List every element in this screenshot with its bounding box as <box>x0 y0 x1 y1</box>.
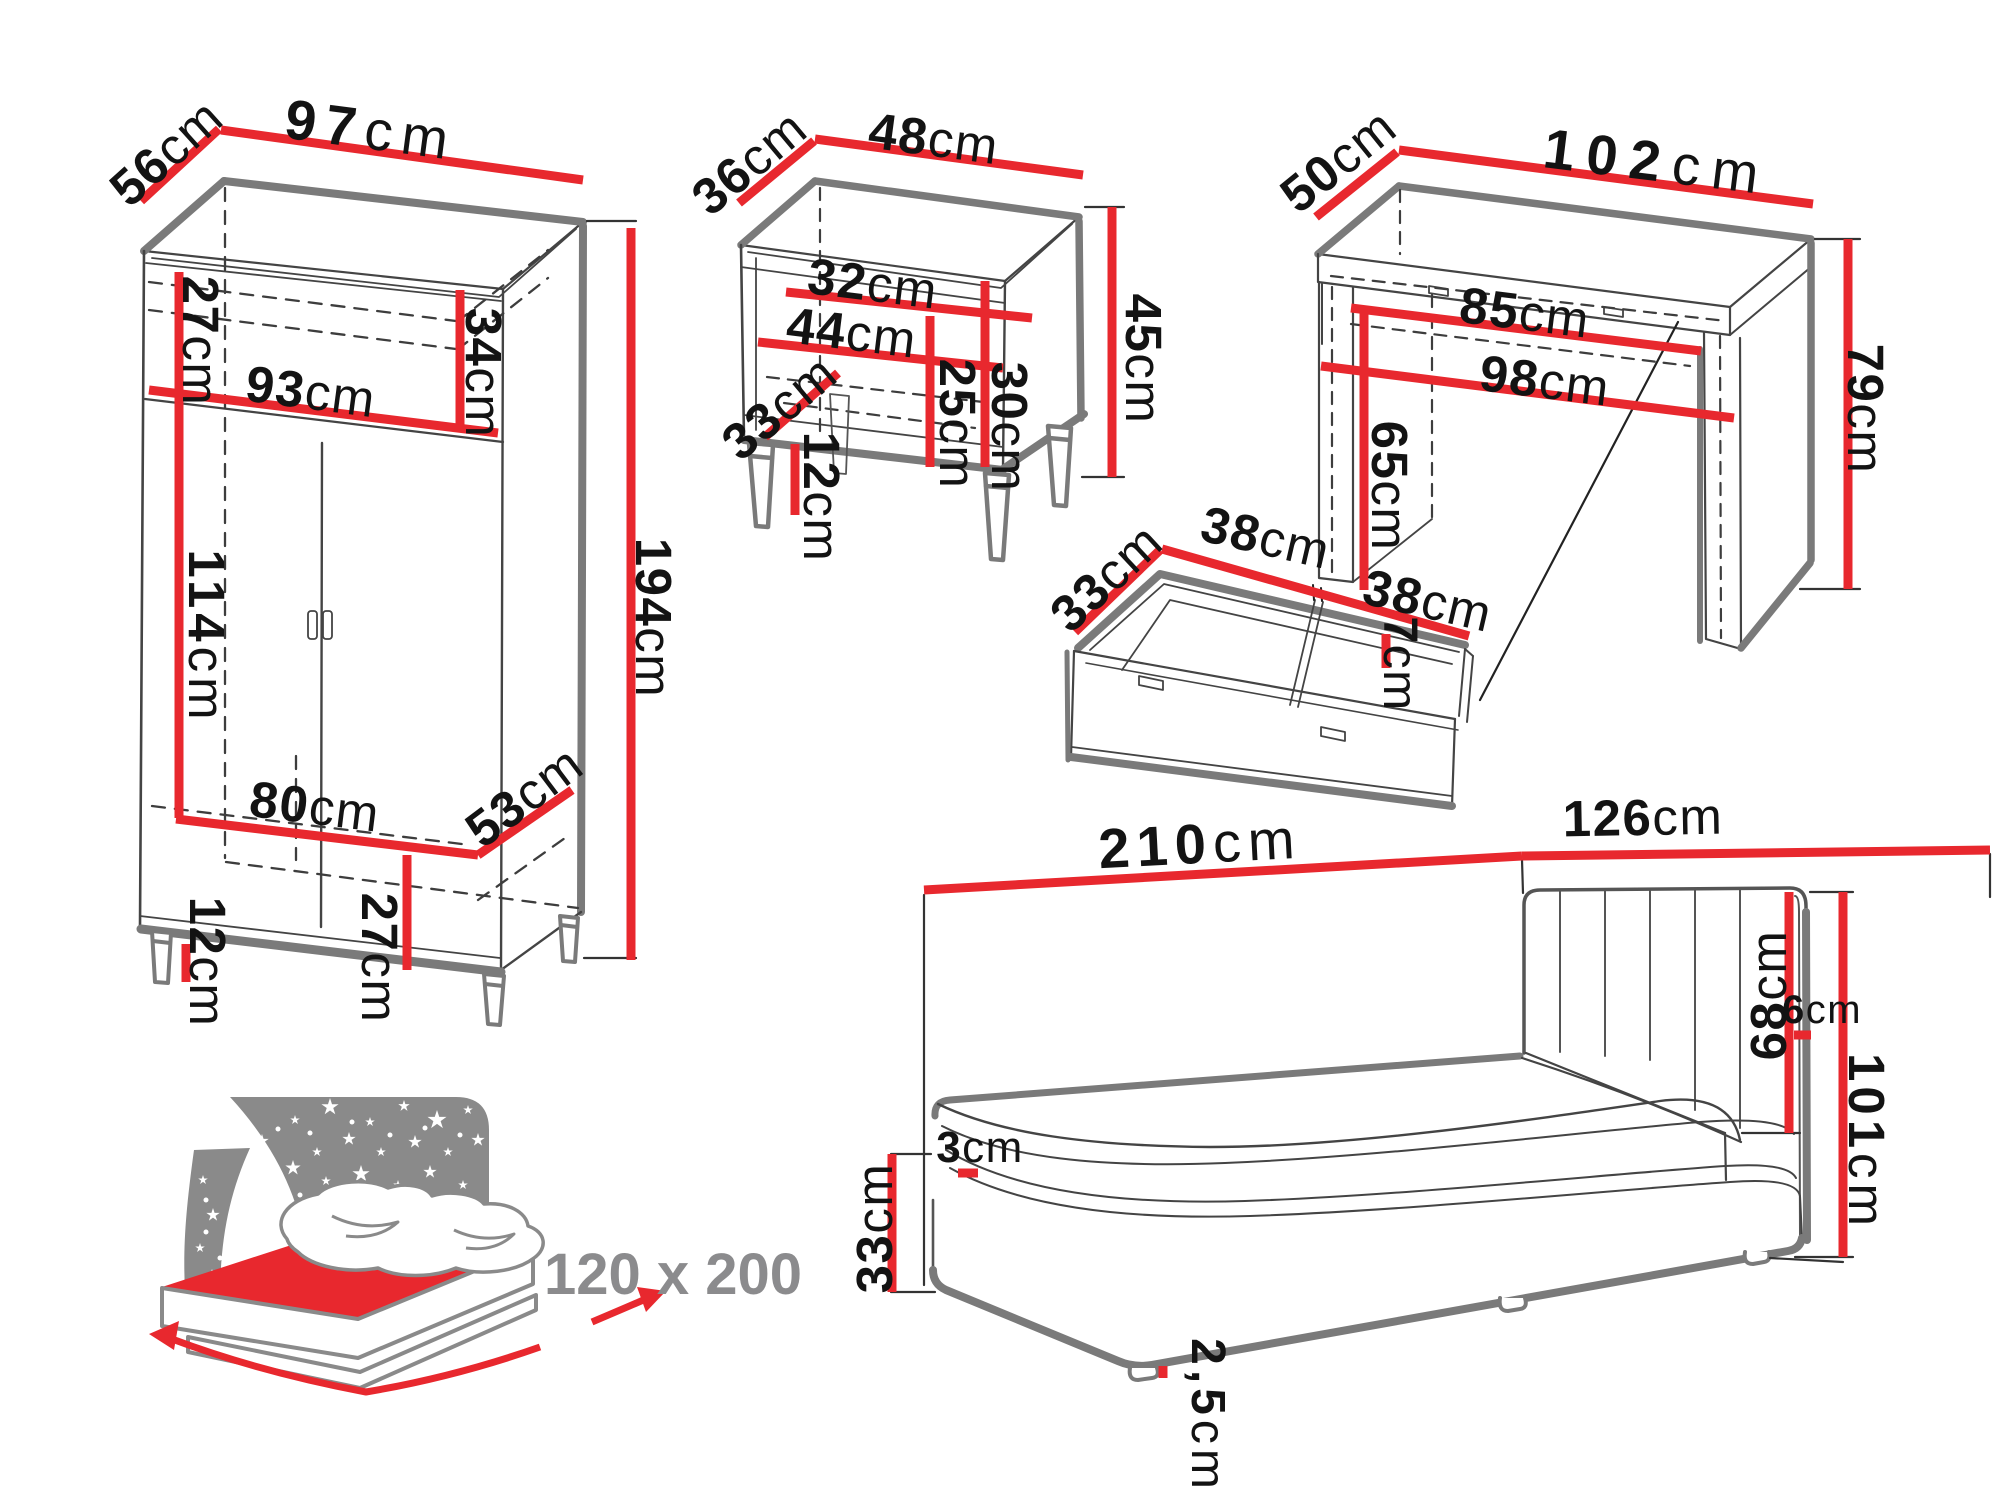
svg-text:65cm: 65cm <box>1361 421 1418 552</box>
svg-text:44cm: 44cm <box>784 296 921 369</box>
svg-text:33cm: 33cm <box>846 1163 903 1294</box>
svg-text:97cm: 97cm <box>281 87 461 172</box>
svg-text:6cm: 6cm <box>1782 988 1862 1032</box>
svg-text:68cm: 68cm <box>1740 930 1797 1061</box>
svg-text:79cm: 79cm <box>1837 344 1894 475</box>
svg-text:30cm: 30cm <box>981 362 1038 493</box>
svg-text:101cm: 101cm <box>1838 1053 1895 1231</box>
svg-text:93cm: 93cm <box>242 355 379 429</box>
svg-text:80cm: 80cm <box>247 770 384 843</box>
svg-text:32cm: 32cm <box>805 247 942 320</box>
svg-text:3cm: 3cm <box>936 1123 1024 1172</box>
svg-text:34cm: 34cm <box>455 308 512 439</box>
svg-text:12cm: 12cm <box>179 897 236 1028</box>
svg-text:27cm: 27cm <box>351 893 408 1024</box>
svg-text:25cm: 25cm <box>929 359 986 490</box>
svg-text:120 x 200: 120 x 200 <box>544 1242 802 1307</box>
svg-text:38cm: 38cm <box>1196 495 1336 580</box>
svg-text:7cm: 7cm <box>1373 616 1426 711</box>
svg-text:126cm: 126cm <box>1562 788 1724 848</box>
svg-text:210cm: 210cm <box>1097 807 1303 881</box>
svg-text:45cm: 45cm <box>1115 294 1172 425</box>
svg-text:12cm: 12cm <box>793 432 850 563</box>
svg-text:114cm: 114cm <box>178 549 235 724</box>
svg-text:85cm: 85cm <box>1457 276 1594 349</box>
svg-text:48cm: 48cm <box>865 102 1002 176</box>
svg-text:2,5cm: 2,5cm <box>1181 1338 1234 1494</box>
svg-text:27cm: 27cm <box>172 276 229 407</box>
svg-text:102cm: 102cm <box>1540 116 1774 206</box>
svg-text:98cm: 98cm <box>1477 344 1614 417</box>
svg-text:194cm: 194cm <box>625 538 682 699</box>
